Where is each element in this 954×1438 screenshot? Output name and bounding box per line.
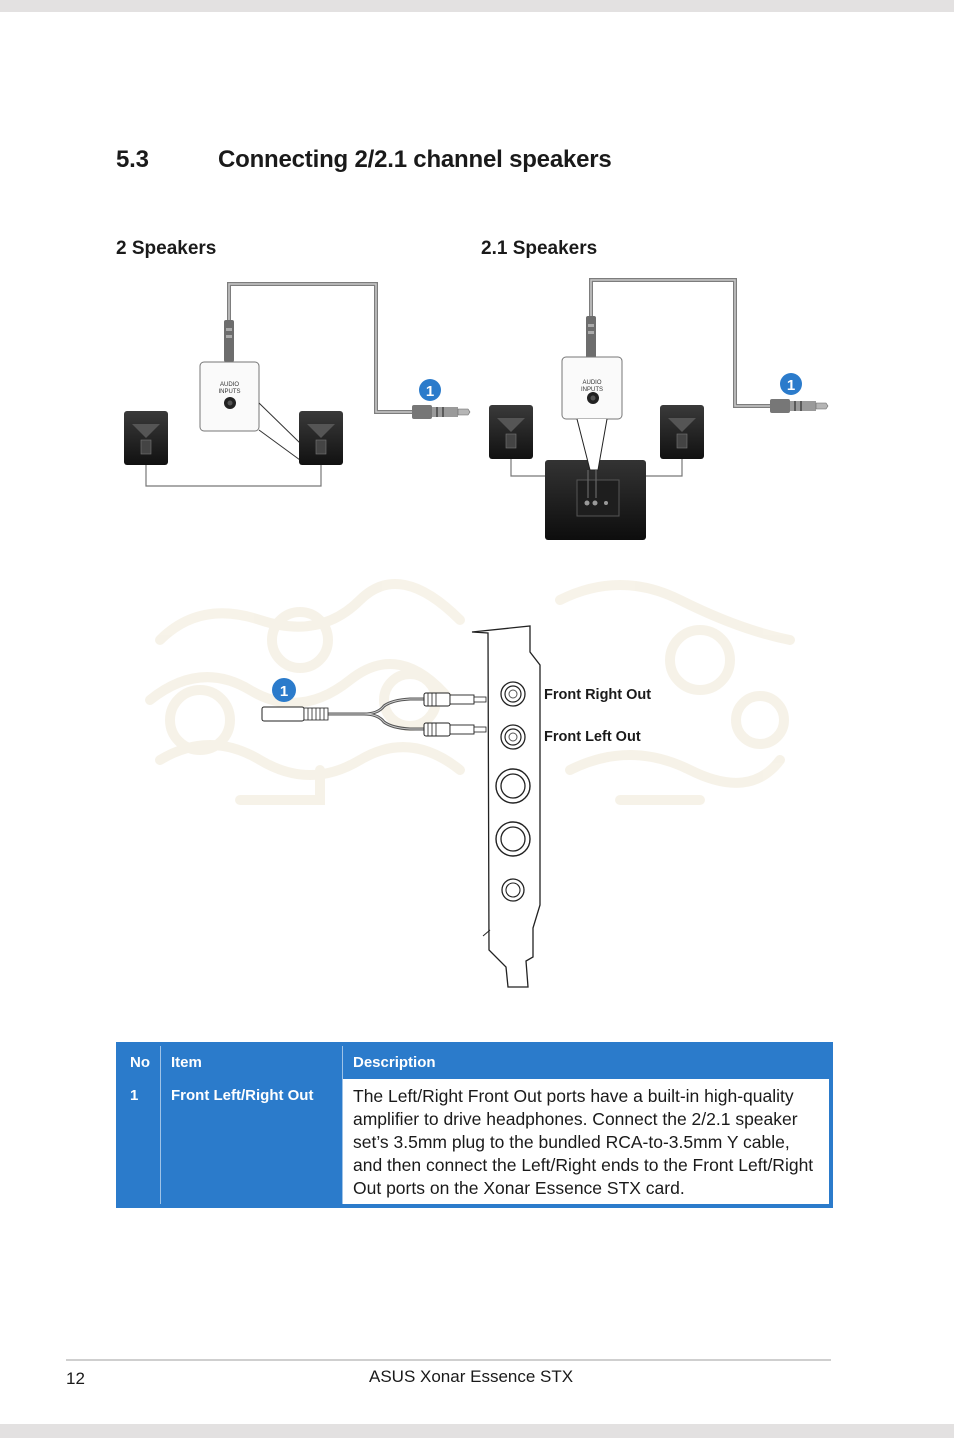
footer-title: ASUS Xonar Essence STX	[369, 1367, 574, 1386]
large-jack-2	[495, 821, 531, 857]
front-right-out-port	[500, 681, 526, 707]
header-description: Description	[353, 1054, 436, 1071]
audio-label-line2: INPUTS	[218, 389, 240, 395]
audio-inputs-box-21: AUDIO INPUTS	[561, 356, 623, 420]
rca-plug-right	[423, 692, 487, 707]
small-jack	[501, 878, 525, 902]
callout-1-left	[419, 379, 441, 401]
section-title: Connecting 2/2.1 channel speakers	[218, 146, 612, 173]
two-speakers-title: 2 Speakers	[116, 238, 217, 259]
row-description: The Left/Right Front Out ports have a bu…	[342, 1079, 831, 1206]
header-item: Item	[160, 1044, 343, 1079]
port-description-table: No Item Description 1 Front Left/Right O…	[116, 1042, 833, 1208]
two-one-speaker-diagram: AUDIO INPUTS 1	[489, 278, 829, 540]
right-speaker	[299, 411, 343, 465]
header-no: No	[118, 1044, 161, 1079]
bottom-band	[0, 1424, 954, 1438]
rca-plug-left	[423, 722, 487, 737]
left-satellite-speaker	[489, 405, 533, 459]
top-band	[0, 0, 954, 12]
two-speaker-diagram: AUDIO INPUTS 1	[124, 282, 471, 487]
front-left-out-label: Front Left Out	[544, 729, 641, 745]
front-left-out-port	[500, 724, 526, 750]
callout-1-left-label: 1	[426, 383, 434, 400]
callout-1-right-label: 1	[787, 377, 795, 394]
subwoofer	[545, 460, 646, 540]
table-row: 1 Front Left/Right Out The Left/Right Fr…	[118, 1079, 831, 1206]
card-bracket	[471, 625, 541, 988]
left-speaker	[124, 411, 168, 465]
page-number: 12	[66, 1369, 85, 1388]
two-one-speakers-title: 2.1 Speakers	[481, 238, 598, 259]
front-right-out-label: Front Right Out	[544, 687, 651, 703]
right-satellite-speaker	[660, 405, 704, 459]
row-item: Front Left/Right Out	[160, 1079, 343, 1206]
callout-1-card	[272, 678, 296, 702]
table-header-row: No Item Description	[118, 1044, 831, 1079]
audio-label-line1: AUDIO	[220, 382, 239, 388]
stereo-plug-icon	[412, 405, 471, 419]
audio-inputs-box: AUDIO INPUTS	[199, 361, 260, 432]
watermark-pattern	[145, 579, 795, 805]
row-no: 1	[118, 1079, 161, 1206]
callout-1-card-label: 1	[280, 683, 288, 700]
connection-diagrams: AUDIO INPUTS 1	[124, 278, 829, 988]
section-number: 5.3	[116, 146, 149, 173]
large-jack-1	[495, 768, 531, 804]
audio-label-line1-21: AUDIO	[582, 380, 601, 386]
callout-1-right	[780, 373, 802, 395]
audio-label-line2-21: INPUTS	[581, 387, 603, 393]
rca-y-cable	[261, 692, 487, 737]
sound-card-diagram: 1 Front Right Out Front Left Out	[145, 579, 795, 988]
stereo-plug-icon-21	[770, 399, 829, 413]
footer-divider	[66, 1359, 831, 1361]
